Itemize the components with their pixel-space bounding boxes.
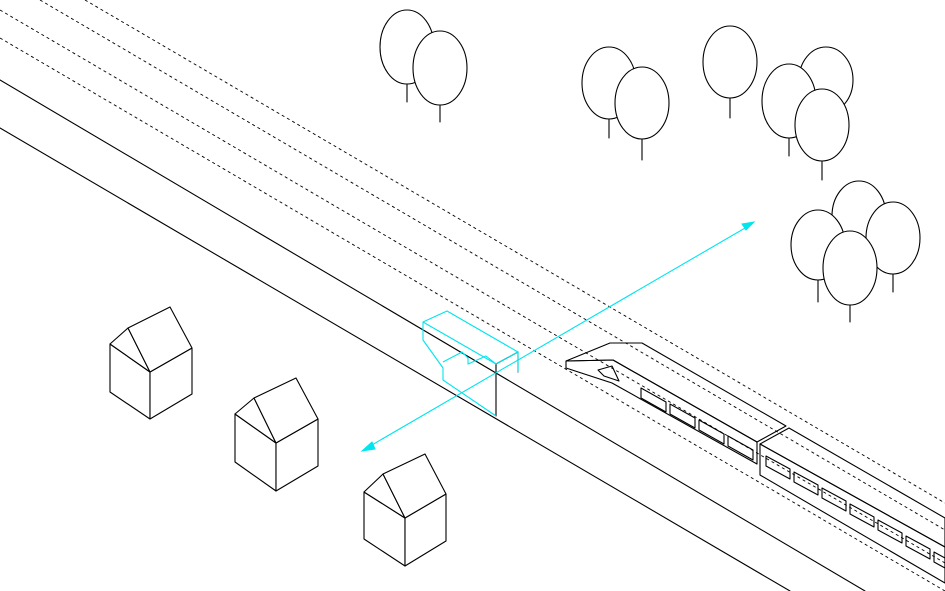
train-locomotive [565, 342, 787, 465]
car-windows [765, 455, 945, 569]
tree-cluster-2 [581, 46, 670, 161]
section-box-top [422, 310, 519, 365]
house-3 [363, 453, 447, 567]
locomotive-windows [640, 387, 754, 461]
dashed-line-1 [84, 0, 945, 504]
dashed-line-3 [0, 9, 945, 564]
road-line-upper [0, 79, 866, 591]
tree-cluster-3 [761, 46, 854, 181]
section-marker [360, 221, 756, 452]
section-steps [442, 351, 497, 365]
road-lines [0, 79, 866, 591]
tree-single [702, 25, 758, 119]
dashed-line-2 [39, 0, 945, 531]
tree-cluster-1 [379, 9, 468, 123]
house-1 [109, 306, 193, 420]
road-line-lower [0, 127, 791, 591]
arrow-shaft [364, 223, 753, 450]
house-2 [234, 377, 319, 492]
arrow-head-left [360, 441, 376, 452]
section-box-profile [422, 322, 497, 417]
arrow-head-right [741, 221, 756, 231]
tree-cluster-4 [790, 180, 921, 323]
train-car [759, 427, 945, 584]
dashed-line-4 [0, 37, 945, 591]
train [565, 342, 945, 584]
